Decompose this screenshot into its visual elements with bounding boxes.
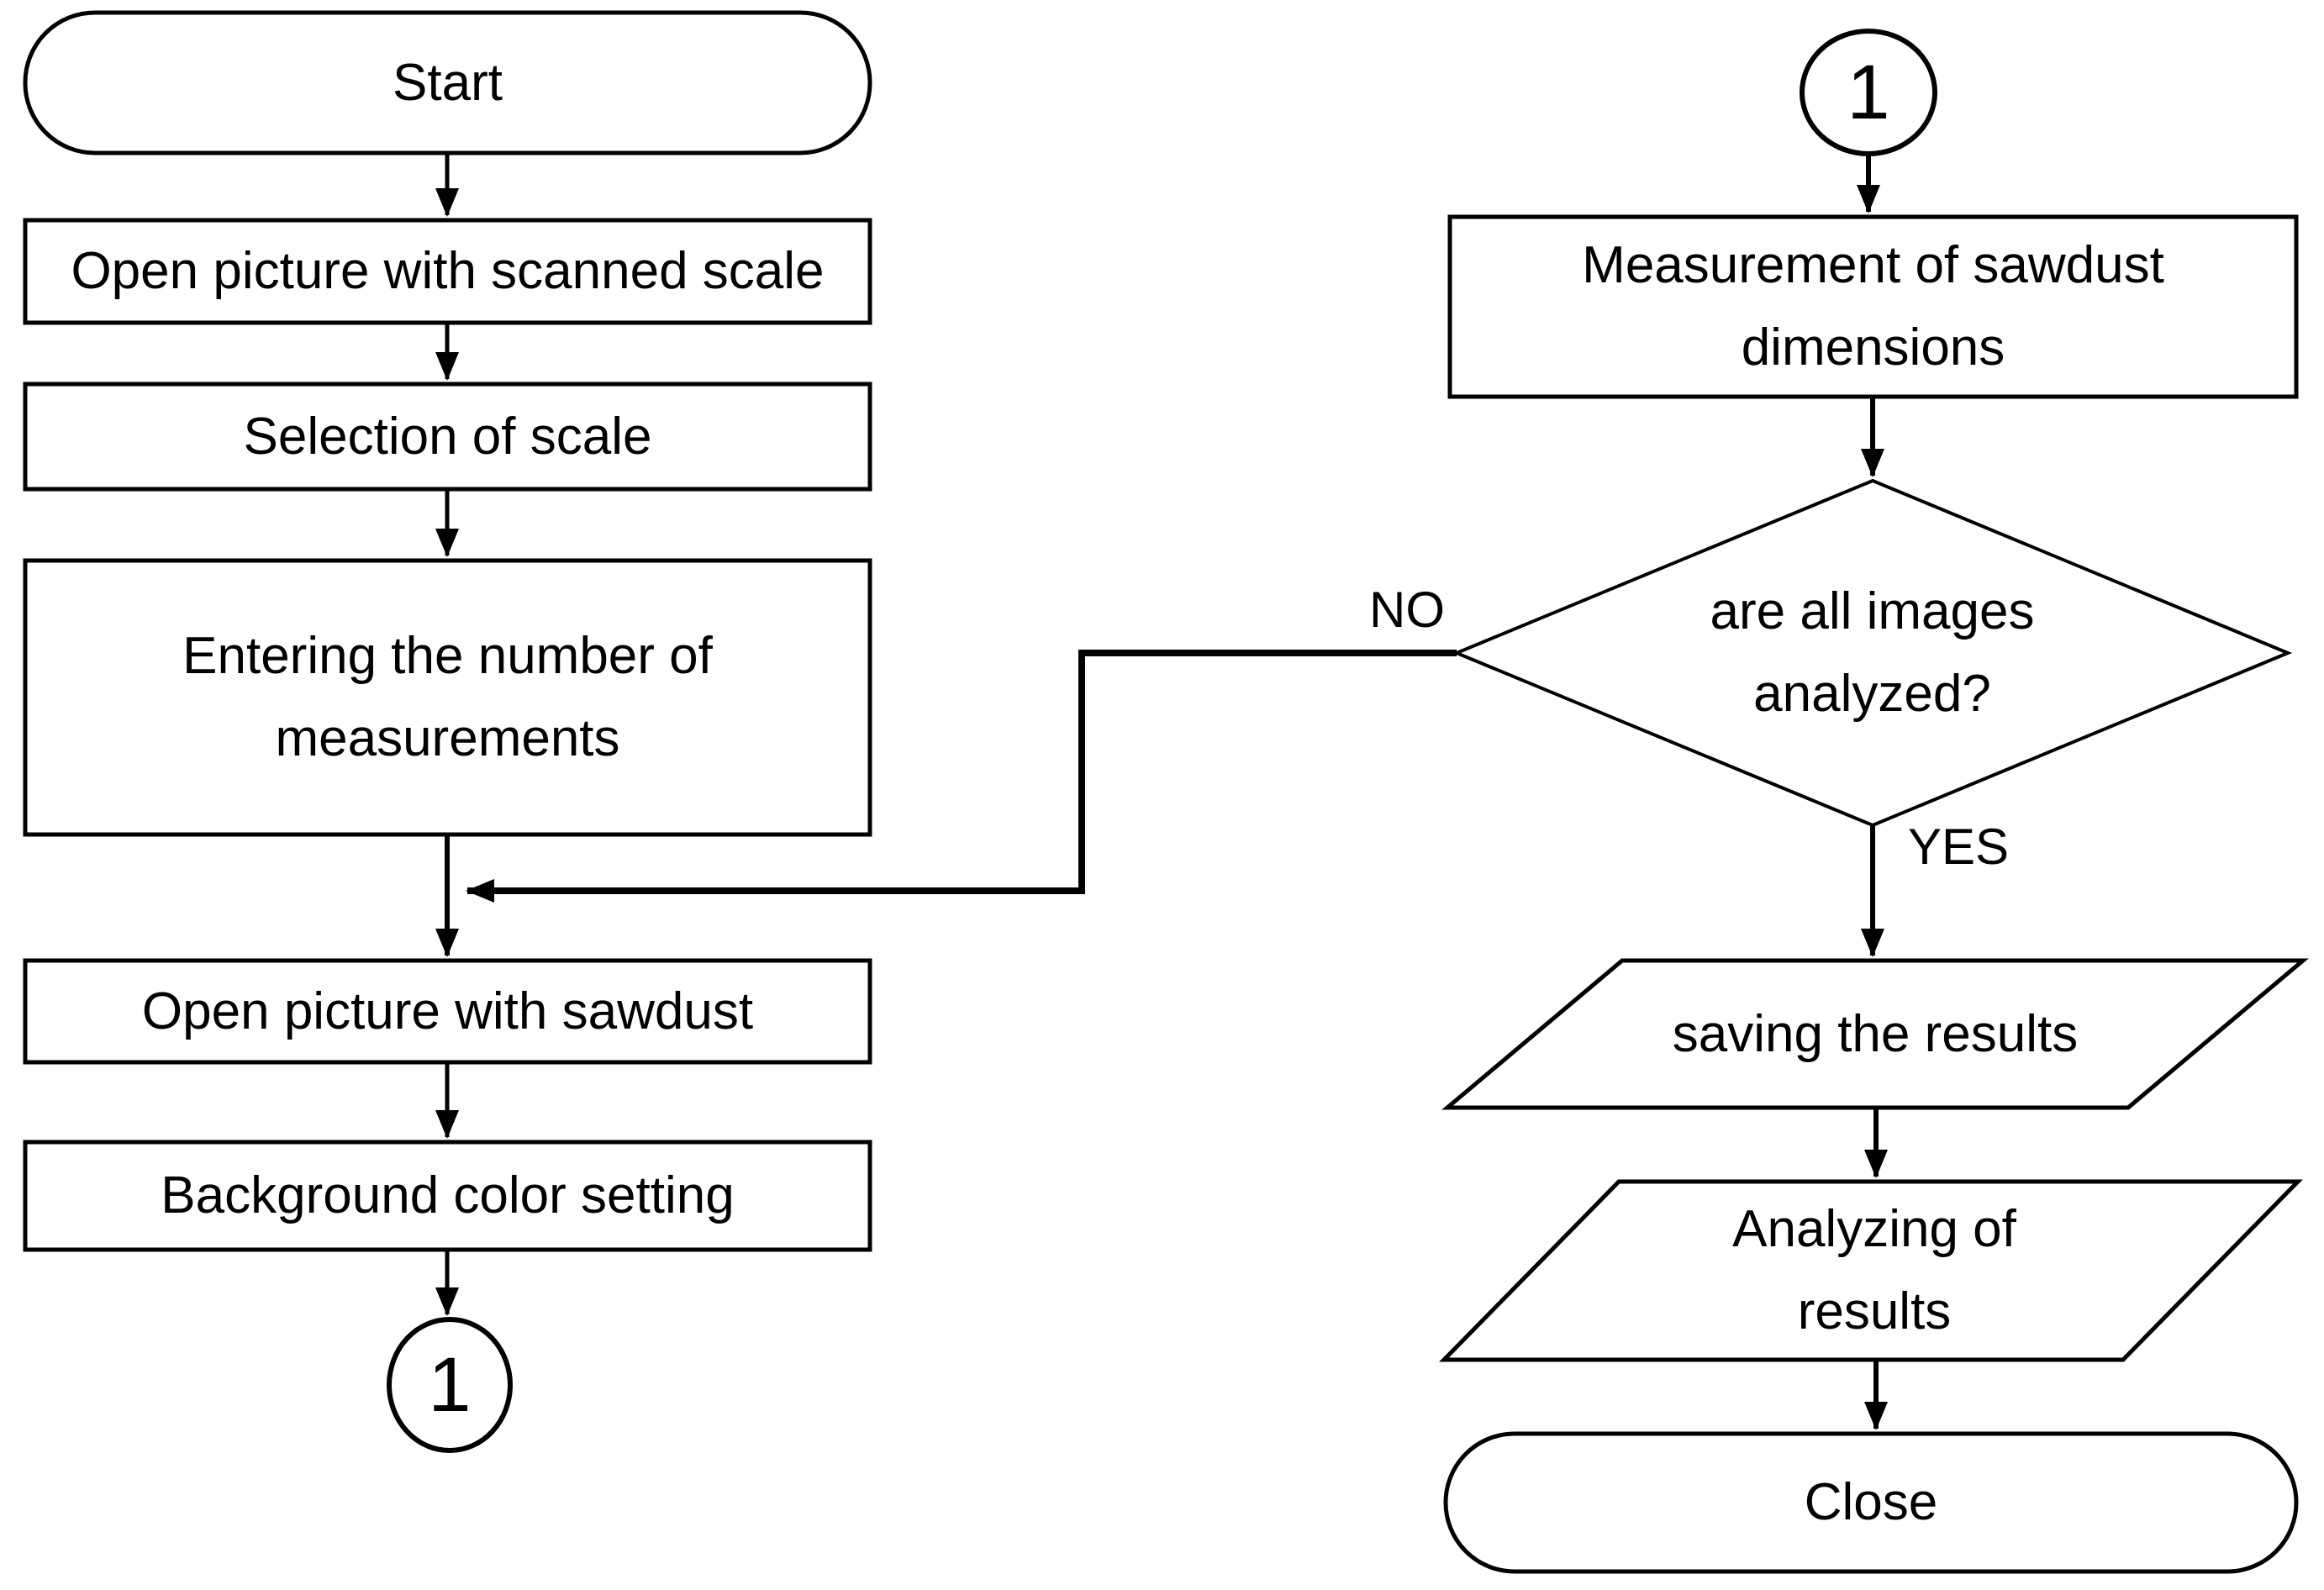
analyzing-io-parallelogram-shape — [1439, 1179, 2303, 1362]
background-color-process-shape — [23, 1140, 872, 1252]
entering-number-process-shape — [23, 558, 872, 837]
open-scanned-process-shape — [23, 218, 872, 325]
measurement-process-shape — [1447, 214, 2299, 399]
offpage-connector-circle-left — [387, 1317, 513, 1453]
offpage-connector-circle-right — [1800, 29, 1937, 156]
start-terminator-shape — [23, 10, 872, 155]
selection-scale-process-shape — [23, 382, 872, 492]
open-sawdust-process-shape — [23, 958, 872, 1065]
decision-diamond-shape — [1452, 478, 2293, 828]
no-branch-connector — [466, 650, 1457, 903]
saving-io-parallelogram-shape — [1441, 958, 2309, 1110]
close-terminator-shape — [1443, 1431, 2299, 1574]
